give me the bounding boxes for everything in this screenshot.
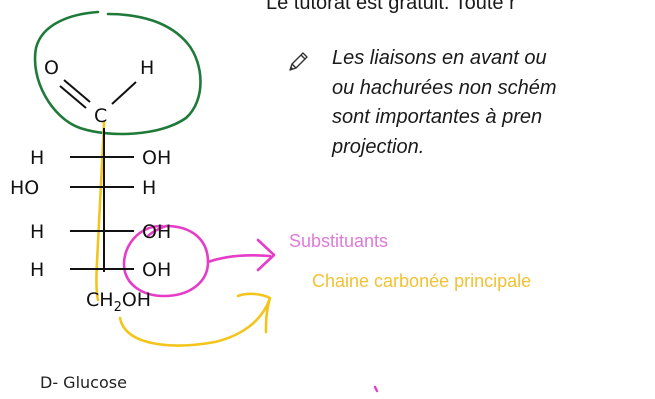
substituents-highlight-circle <box>122 224 210 298</box>
note-line: Les liaisons en avant ou <box>332 47 547 69</box>
note-text: Les liaisons en avant ou ou hachurées no… <box>332 44 557 162</box>
row-2-left: HO <box>10 177 39 199</box>
row-3-right: OH <box>142 221 171 243</box>
aldehyde-highlight-circle <box>33 10 202 136</box>
bottom-group: CH2OH <box>86 289 151 315</box>
row-1-right: OH <box>142 147 171 169</box>
aldehyde-carbon: C <box>94 105 107 127</box>
row-4-left: H <box>30 259 44 281</box>
top-text-line: Le tutorat est gratuit. Toute r <box>266 0 516 14</box>
row-2-right: H <box>142 177 156 199</box>
main-chain-label: Chaine carbonée principale <box>312 271 532 291</box>
aldehyde-hydrogen: H <box>140 57 154 79</box>
pencil-icon <box>289 52 308 71</box>
row-1-left: H <box>30 147 44 169</box>
substituents-label: Substituants <box>289 231 389 251</box>
double-bond-line-2 <box>59 85 87 109</box>
bottom-subscript: 2 <box>114 300 122 315</box>
row-4-right: OH <box>142 259 171 281</box>
main-chain-line <box>95 120 106 302</box>
single-bond-line <box>111 81 137 105</box>
molecule-name: D- Glucose <box>40 373 127 392</box>
main-chain-arrow <box>118 292 272 347</box>
aldehyde-oxygen: O <box>44 57 59 79</box>
substituents-arrow <box>206 238 276 272</box>
double-bond-line-1 <box>63 79 91 103</box>
note-line: sont importantes à pren <box>332 106 543 128</box>
bottom-prefix: CH <box>86 289 114 311</box>
note-line: ou hachurées non schém <box>332 76 557 99</box>
small-mark <box>373 385 379 393</box>
row-3-left: H <box>30 221 44 243</box>
bottom-suffix: OH <box>122 289 151 311</box>
note-line: projection. <box>332 135 425 158</box>
